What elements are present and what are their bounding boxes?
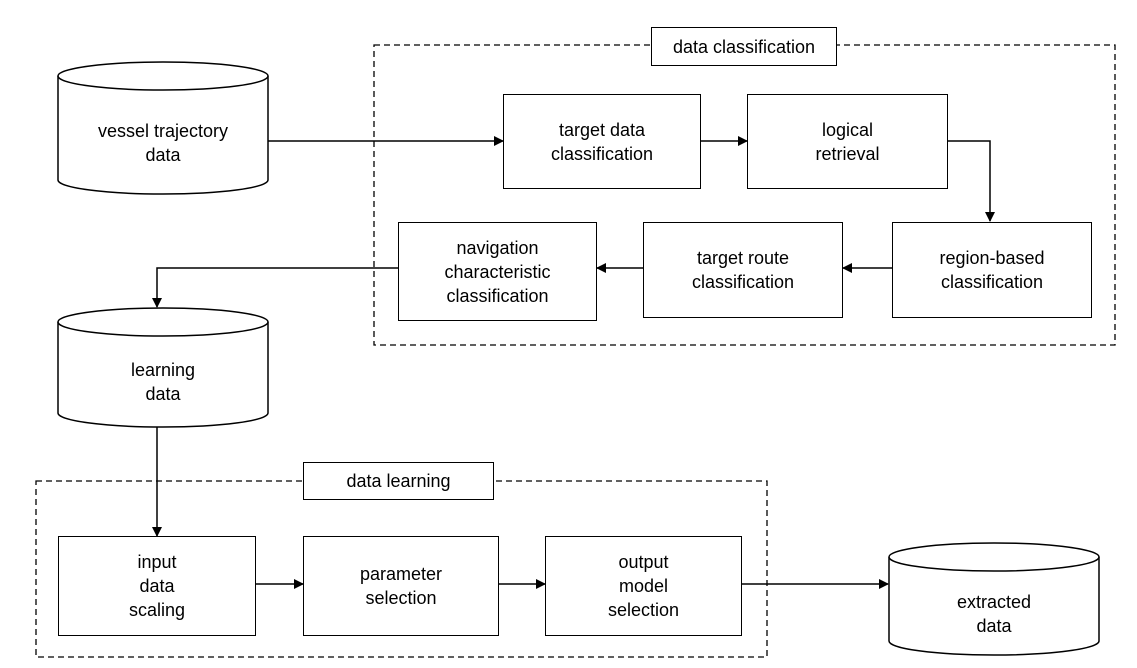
arrow-navigation-to-learning — [152, 267, 398, 308]
data-classification-label: data classification — [651, 27, 837, 66]
extracted-data-cylinder — [888, 542, 1100, 656]
input-data-scaling-box: input data scaling — [58, 536, 256, 636]
target-route-classification-box: target route classification — [643, 222, 843, 318]
navigation-characteristic-classification-text: navigation characteristic classification — [444, 237, 551, 306]
learning-data-label: learning data — [58, 338, 268, 426]
learning-data-cylinder — [57, 307, 269, 428]
extracted-data-label: extracted data — [889, 573, 1099, 655]
parameter-selection-box: parameter selection — [303, 536, 499, 636]
vessel-trajectory-cylinder — [57, 61, 269, 195]
data-classification-label-text: data classification — [672, 36, 816, 57]
target-data-classification-text: target data classification — [550, 119, 654, 164]
data-learning-label-text: data learning — [346, 471, 451, 491]
navigation-characteristic-classification-box: navigation characteristic classification — [398, 222, 597, 321]
extracted-data-text: extracted data — [956, 592, 1032, 636]
logical-retrieval-box: logical retrieval — [747, 94, 948, 189]
learning-data-text: learning data — [130, 360, 196, 404]
parameter-selection-text: parameter selection — [359, 564, 443, 608]
vessel-trajectory-data-text: vessel trajectory data — [97, 121, 229, 165]
output-model-selection-box: output model selection — [545, 536, 742, 636]
region-based-classification-text: region-based classification — [939, 248, 1045, 292]
data-learning-label: data learning — [303, 462, 494, 500]
target-route-classification-text: target route classification — [691, 248, 795, 292]
input-data-scaling-text: input data scaling — [128, 552, 186, 620]
output-model-selection-text: output model selection — [607, 552, 680, 620]
target-data-classification-box: target data classification — [503, 94, 701, 189]
logical-retrieval-text: logical retrieval — [815, 119, 880, 164]
vessel-trajectory-data-label: vessel trajectory data — [58, 92, 268, 194]
arrow-logical-to-region — [948, 140, 995, 222]
region-based-classification-box: region-based classification — [892, 222, 1092, 318]
